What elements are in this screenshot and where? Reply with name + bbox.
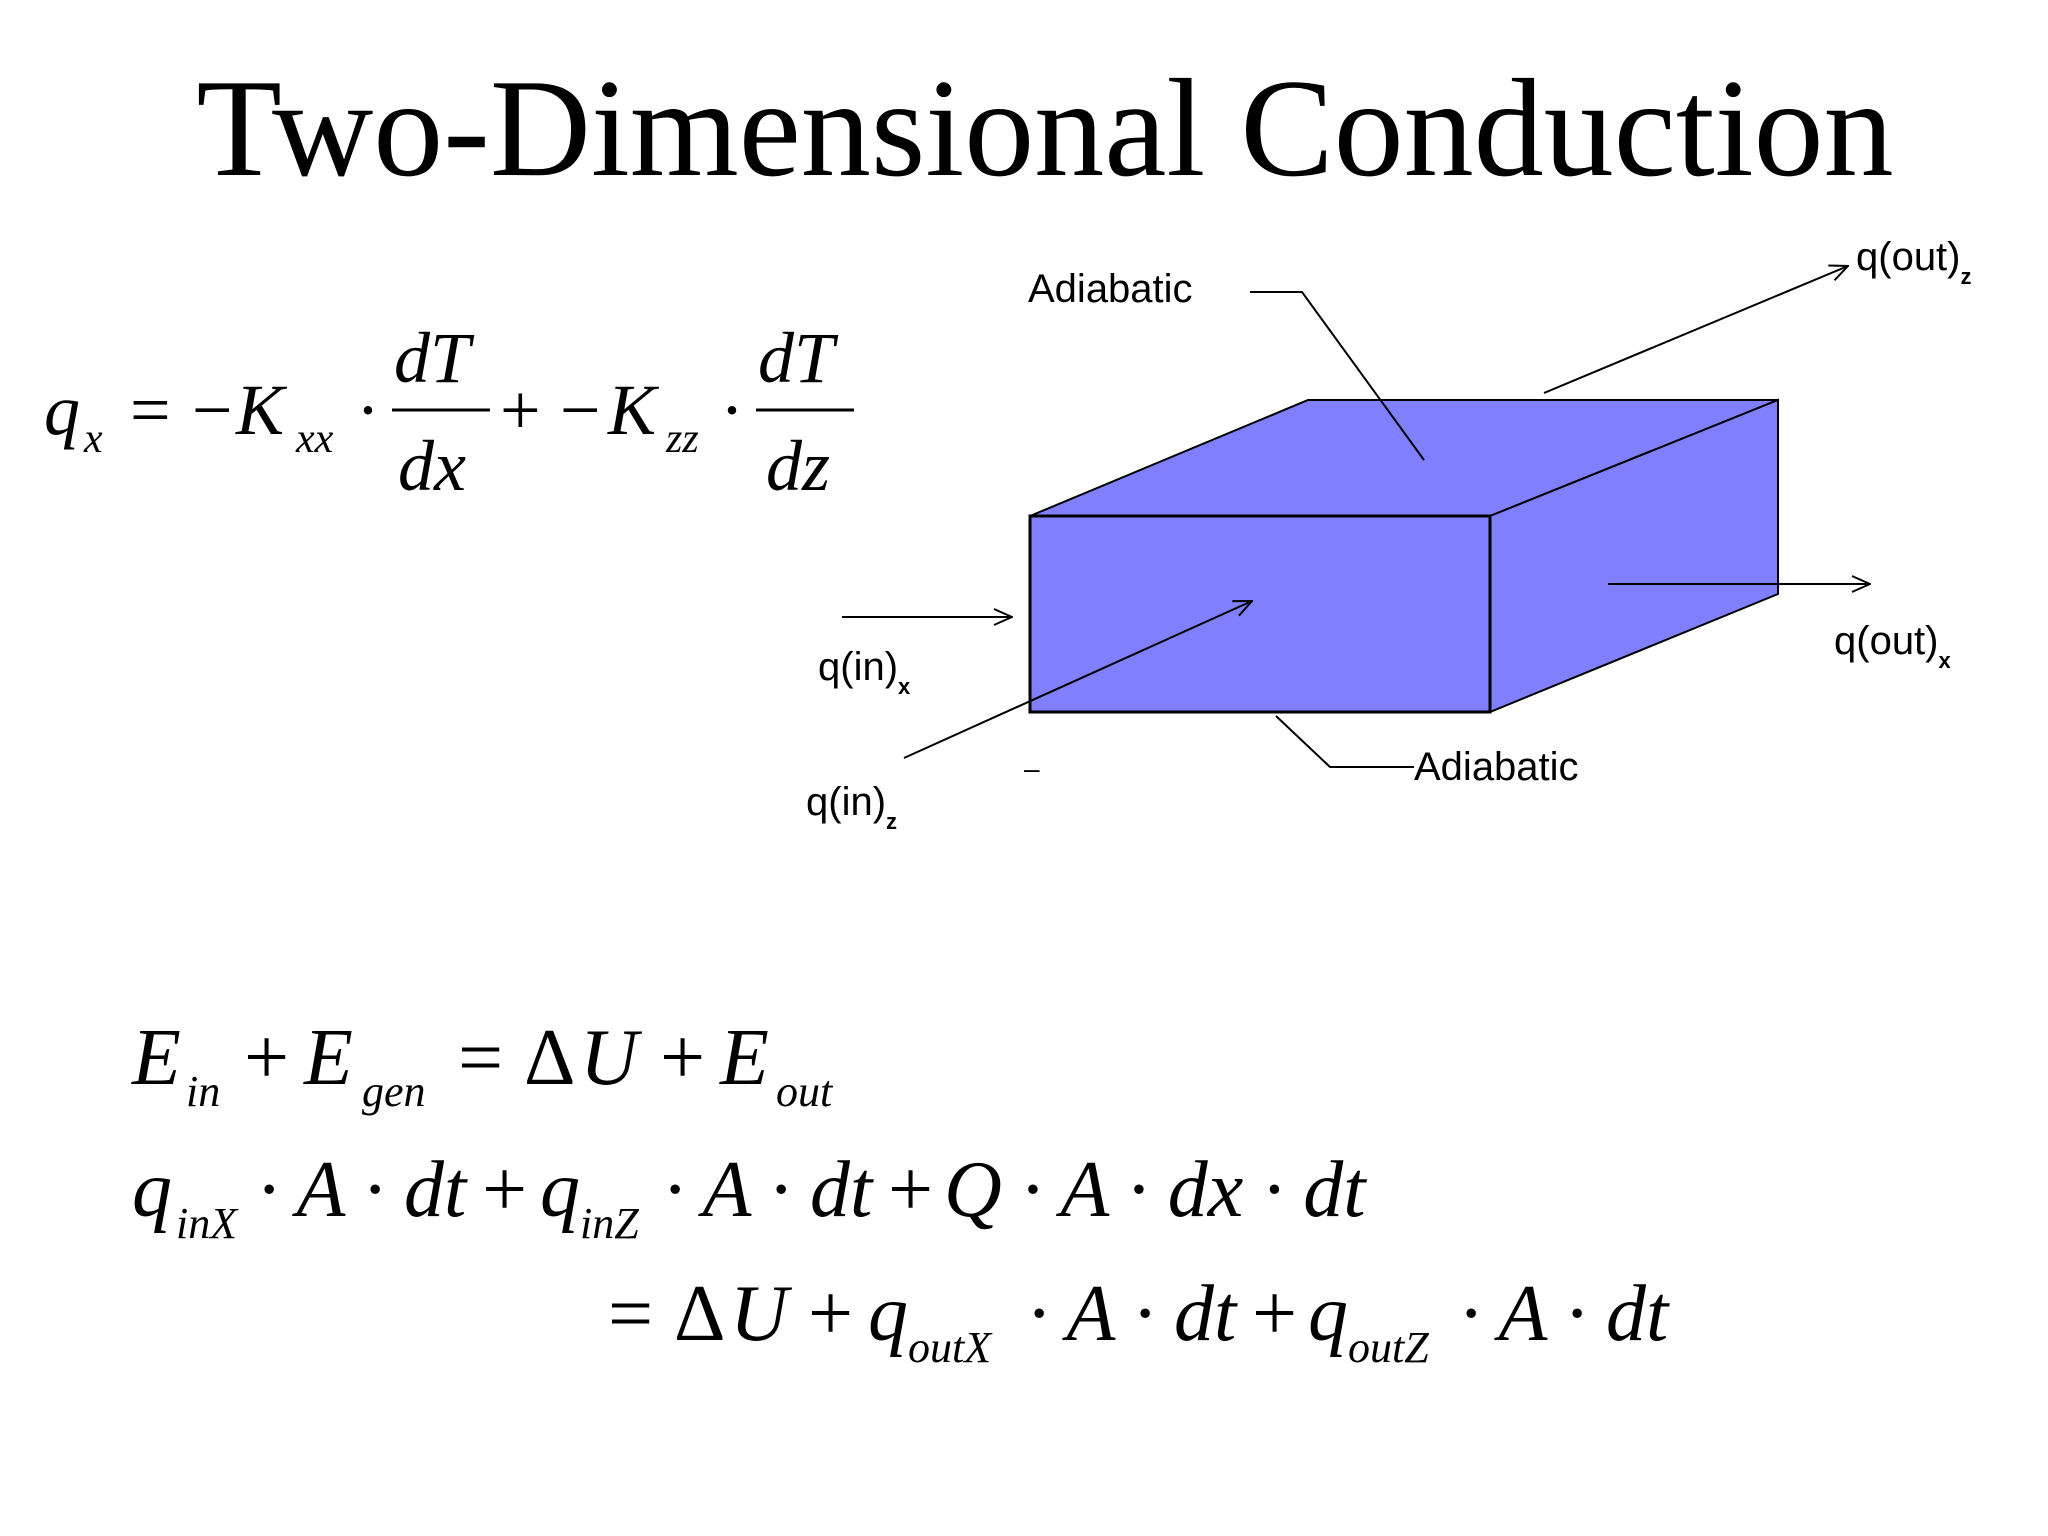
line2-t3: Q · A · dx · dt (944, 1146, 1367, 1234)
flux-K2: K (607, 370, 660, 450)
q-in-x-label: q(in)x (818, 645, 911, 699)
q-out-z-arrow (1543, 266, 1848, 394)
flux-frac2-den: dz (766, 426, 830, 506)
line2-q2: q (540, 1146, 580, 1234)
energy-E1: E (131, 1014, 181, 1102)
q-in-z: q(in) (806, 780, 886, 824)
line3-t1: · A · dt (1028, 1270, 1238, 1358)
q-in-x: q(in) (818, 645, 898, 689)
line3-plus1: + (808, 1270, 853, 1358)
adiabatic-bottom-label: Adiabatic (1414, 745, 1579, 789)
flux-plus: + (500, 370, 541, 450)
line3-U: U (730, 1270, 793, 1358)
energy-plus1: + (244, 1014, 289, 1102)
energy-U: U (580, 1014, 643, 1102)
line2-q1-sub: inX (176, 1199, 239, 1248)
line3-q1-sub: outX (908, 1323, 993, 1372)
energy-eq: = (458, 1014, 503, 1102)
energy-delta: Δ (524, 1014, 575, 1102)
adiabatic-top-leader (1250, 291, 1425, 461)
line3-delta: Δ (674, 1270, 725, 1358)
line2-plus2: + (888, 1146, 933, 1234)
q-in-x-sub: x (898, 674, 911, 699)
adiabatic-top-label: Adiabatic (1028, 267, 1193, 311)
line2-q2-sub: inZ (580, 1199, 639, 1248)
energy-E1-sub: in (186, 1067, 220, 1116)
line3-q2-sub: outZ (1348, 1323, 1429, 1372)
energy-E3: E (719, 1014, 769, 1102)
block-front-face (1028, 514, 1492, 714)
energy-balance-equation: E in + E gen = Δ U + E out (131, 1014, 834, 1116)
flux-equation: q x = − K xx · dT dx + − K zz · dT dz (44, 318, 854, 506)
flux-neg2: − (560, 370, 601, 450)
flux-K1: K (235, 370, 288, 450)
line3-q2: q (1308, 1270, 1348, 1358)
slide-title: Two-Dimensional Conduction (196, 51, 1894, 206)
flux-K2-sub: zz (665, 416, 699, 462)
line2-plus1: + (482, 1146, 527, 1234)
energy-plus2: + (660, 1014, 705, 1102)
line3-plus2: + (1252, 1270, 1297, 1358)
q-out-x-sub: x (1939, 648, 1952, 673)
energy-expansion-line-1: q inX · A · dt + q inZ · A · dt + Q · A … (132, 1146, 1367, 1248)
flux-dot1: · (356, 370, 380, 450)
q-out-x-label: q(out)x (1834, 619, 1952, 673)
energy-E2-sub: gen (362, 1067, 426, 1116)
flux-q: q (44, 370, 80, 450)
energy-E2: E (303, 1014, 353, 1102)
line3-t2: · A · dt (1460, 1270, 1670, 1358)
adiabatic-bottom-leader (1275, 715, 1414, 768)
stray-mark: – (1024, 753, 1040, 784)
flux-K1-sub: xx (295, 416, 334, 462)
line2-q1: q (132, 1146, 172, 1234)
q-in-z-label: q(in)z (806, 780, 897, 834)
q-in-z-sub: z (886, 809, 897, 834)
flux-frac2-num: dT (758, 318, 839, 398)
flux-frac1-num: dT (394, 318, 475, 398)
q-in-z-arrow (903, 601, 1252, 759)
q-out-z-sub: z (1961, 264, 1972, 289)
q-out-x: q(out) (1834, 619, 1939, 663)
q-out-z-label: q(out)z (1856, 235, 1972, 289)
line2-t2: · A · dt (664, 1146, 874, 1234)
flux-eq: = (130, 370, 171, 450)
flux-neg1: − (192, 370, 233, 450)
energy-expansion-line-2: = Δ U + q outX · A · dt + q outZ · A · d… (608, 1270, 1670, 1372)
flux-q-sub: x (83, 416, 103, 462)
energy-E3-sub: out (776, 1067, 834, 1116)
line2-t1: · A · dt (258, 1146, 468, 1234)
solid-block (1028, 398, 1779, 714)
line3-q1: q (868, 1270, 908, 1358)
flux-dot2: · (720, 370, 744, 450)
flux-frac1-den: dx (398, 426, 466, 506)
q-out-z: q(out) (1856, 235, 1961, 279)
line3-eq: = (608, 1270, 653, 1358)
